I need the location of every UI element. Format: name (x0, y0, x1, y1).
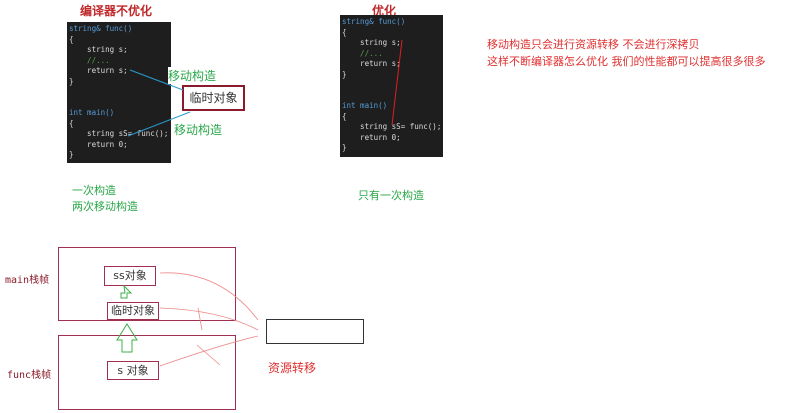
code-line: string sS= func(); (342, 122, 442, 131)
left-arrow-line-2 (127, 111, 191, 137)
left-title: 编译器不优化 (80, 4, 153, 18)
s-object-box: s 对象 (107, 361, 159, 380)
note-line-2: 这样不断编译器怎么优化 我们的性能都可以提高很多很多 (487, 55, 766, 68)
main-frame-label: main栈帧 (5, 275, 50, 286)
code-line: { (69, 118, 74, 128)
right-title: 优化 (372, 4, 397, 18)
code-line: string s; (342, 38, 401, 47)
move-construct-label-2: 移动构造 (174, 121, 223, 138)
func-stack-frame (58, 335, 236, 410)
summary-two-moves: 两次移动构造 (72, 200, 138, 213)
code-panel-unoptimized: string& func(){ string s; //... return s… (67, 22, 171, 163)
code-panel-optimized: string& func(){ string s; //... return s… (340, 15, 443, 157)
code-line: //... (342, 48, 383, 58)
transfer-curves (159, 272, 259, 367)
move-construct-label-1: 移动构造 (168, 67, 217, 84)
arrow-up-small (120, 284, 133, 299)
code-line: } (69, 76, 74, 86)
right-arrow-line (391, 39, 403, 126)
code-line: string sS= func(); (69, 129, 169, 138)
main-stack-frame (58, 247, 236, 321)
code-line: { (342, 111, 347, 121)
resource-target-box (266, 319, 364, 344)
note-line-1: 移动构造只会进行资源转移 不会进行深拷贝 (487, 38, 700, 51)
summary-one-construct: 一次构造 (72, 184, 116, 197)
code-line: string& func() (342, 17, 406, 26)
code-line: } (342, 143, 347, 152)
code-line: string& func() (69, 24, 133, 33)
func-frame-label: func栈帧 (7, 370, 52, 381)
code-line: return s; (342, 59, 401, 68)
temp-object-stack-box: 临时对象 (107, 302, 159, 320)
ss-object-box: ss对象 (104, 266, 156, 286)
temp-object-box: 临时对象 (182, 85, 245, 111)
code-line: string s; (69, 45, 128, 54)
code-line: { (342, 27, 347, 37)
resource-transfer-label: 资源转移 (268, 361, 317, 375)
summary-optimized: 只有一次构造 (358, 189, 424, 202)
code-line: int main() (342, 101, 388, 110)
code-line: } (69, 150, 74, 159)
code-line: return 0; (342, 132, 401, 142)
code-line: //... (69, 55, 110, 65)
code-line: return s; (69, 66, 128, 75)
left-arrow-line-1 (129, 69, 184, 91)
code-line: { (69, 34, 74, 44)
code-line: return 0; (69, 139, 128, 149)
arrow-up-large (116, 323, 138, 353)
code-line: } (342, 69, 347, 79)
code-line: int main() (69, 108, 115, 117)
